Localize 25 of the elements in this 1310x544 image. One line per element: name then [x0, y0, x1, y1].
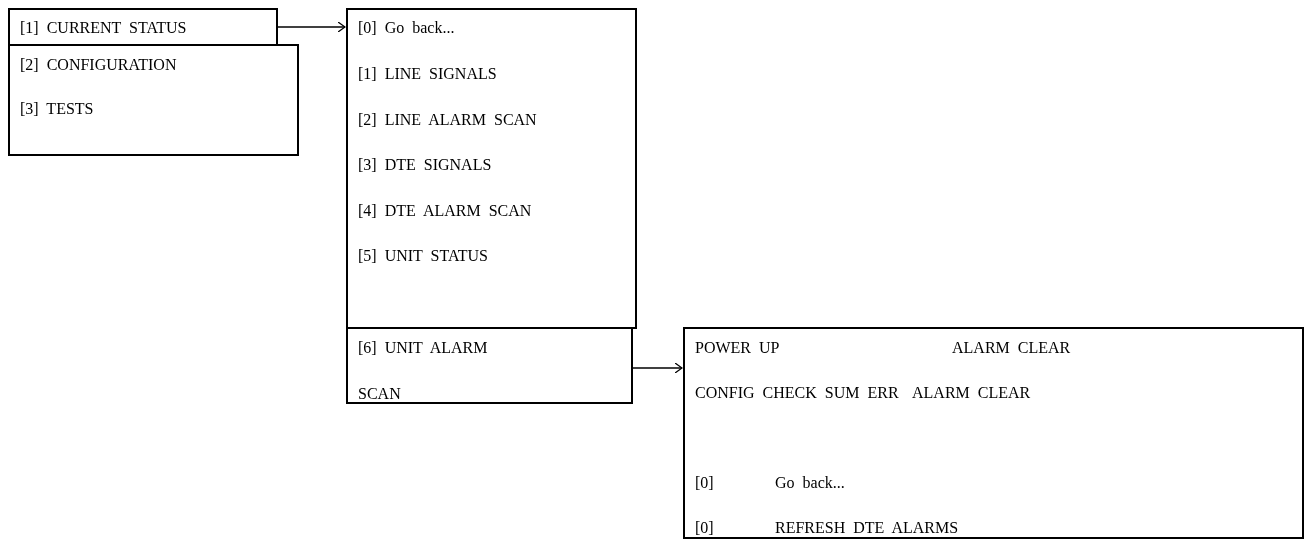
menu-item: CONFIG CHECK SUM ERR: [695, 383, 899, 403]
menu-item: ALARM CLEAR: [952, 338, 1071, 358]
menu-box: [346, 327, 633, 404]
menu-box: [8, 8, 278, 46]
menu-box: [8, 44, 299, 156]
menu-box: [683, 327, 1304, 539]
arrow: [632, 362, 683, 374]
menu-item: [1] CURRENT STATUS: [20, 18, 187, 38]
menu-item: REFRESH DTE ALARMS: [775, 518, 959, 538]
menu-item: [4] DTE ALARM SCAN: [358, 201, 532, 221]
menu-item: [3] TESTS: [20, 99, 94, 119]
menu-box: [346, 8, 637, 329]
menu-item: [0] Go back...: [358, 18, 455, 38]
menu-item: [3] DTE SIGNALS: [358, 155, 492, 175]
menu-item: [2] CONFIGURATION: [20, 55, 177, 75]
menu-item: [2] LINE ALARM SCAN: [358, 110, 537, 130]
menu-item: ALARM CLEAR: [912, 383, 1031, 403]
menu-item: POWER UP: [695, 338, 780, 358]
menu-item: [0]: [695, 473, 714, 493]
menu-item: [0]: [695, 518, 714, 538]
menu-item: [6] UNIT ALARM SCAN: [358, 338, 489, 404]
menu-item: [5] UNIT STATUS: [358, 246, 488, 266]
menu-item: Go back...: [775, 473, 845, 493]
menu-item: [1] LINE SIGNALS: [358, 64, 497, 84]
arrow: [277, 21, 346, 33]
